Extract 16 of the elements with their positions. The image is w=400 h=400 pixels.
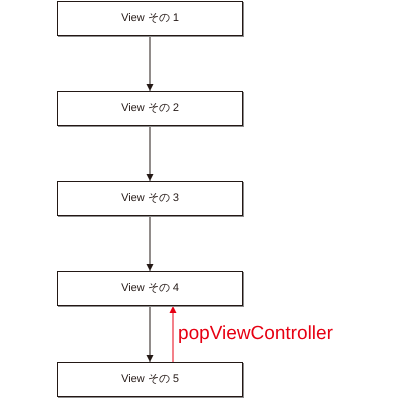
arrow — [146, 36, 154, 92]
view-label: View その 4 — [121, 283, 179, 294]
view-box — [57, 181, 243, 216]
view-box — [57, 271, 243, 306]
arrow — [146, 306, 154, 362]
view-label: View その 3 — [121, 193, 179, 204]
arrow — [146, 216, 154, 272]
view-label: View その 5 — [121, 374, 179, 385]
arrow — [146, 126, 154, 182]
edge-label: popViewController — [178, 324, 333, 343]
view-label: View その 2 — [121, 103, 179, 114]
view-box — [57, 362, 243, 397]
view-box — [57, 1, 243, 36]
arrow — [170, 306, 176, 362]
view-label: View その 1 — [121, 13, 179, 24]
view-box — [57, 91, 243, 126]
